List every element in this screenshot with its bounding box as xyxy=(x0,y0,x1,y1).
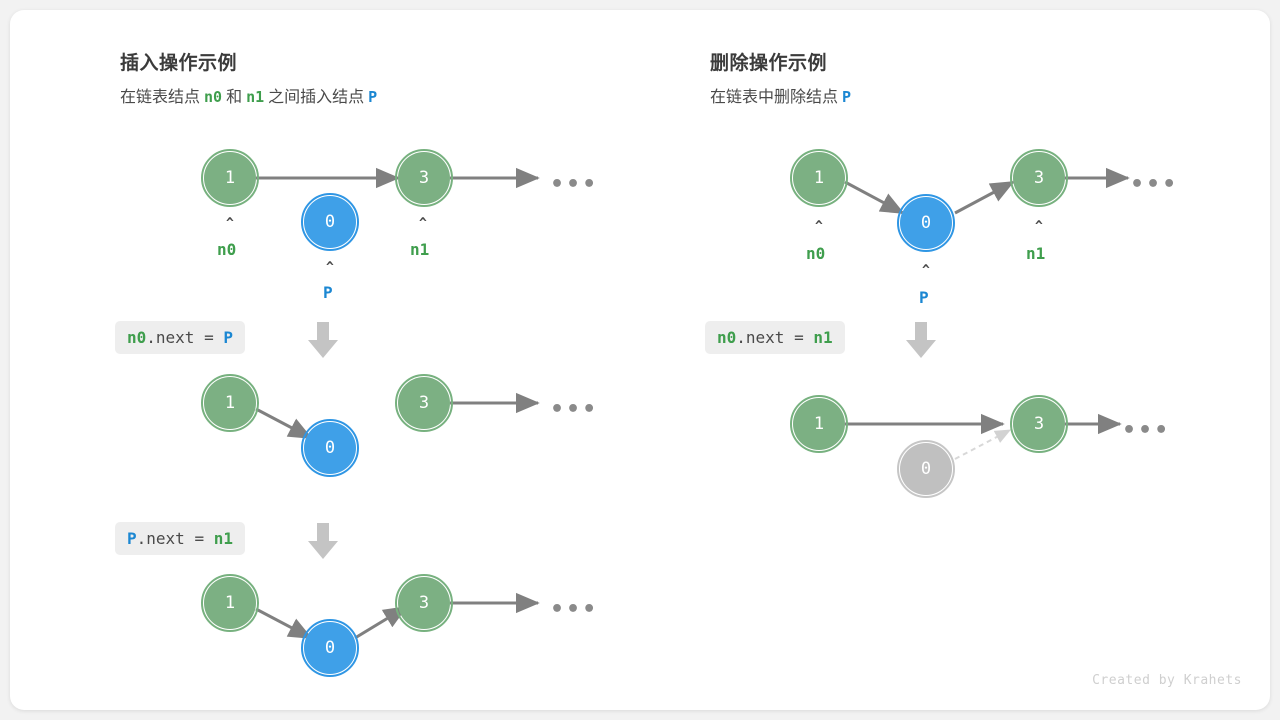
code-chip-step2: P.next = n1 xyxy=(115,522,245,556)
node-p-step1: 0 xyxy=(301,419,359,477)
node-n0-step1: 1 xyxy=(201,374,259,432)
step-down-arrow-2 xyxy=(308,523,338,559)
caret-p: ^ xyxy=(326,260,334,275)
pointer-label-n0: n0 xyxy=(217,240,237,259)
caret-n1: ^ xyxy=(1035,219,1043,234)
code-target-1: n0 xyxy=(717,328,737,347)
code-target-2: P xyxy=(127,529,137,548)
ellipsis-row1: ••• xyxy=(550,172,599,197)
insert-panel-title: 插入操作示例 xyxy=(120,53,238,74)
node-p: 0 xyxy=(301,193,359,251)
ellipsis-row2: ••• xyxy=(1122,418,1171,443)
step-down-arrow-1 xyxy=(906,322,936,358)
ellipsis-row1: ••• xyxy=(1130,172,1179,197)
ellipsis-row3: ••• xyxy=(550,597,599,622)
node-p-deleted: 0 xyxy=(897,440,955,498)
caret-p: ^ xyxy=(922,263,930,278)
subtitle-text-3: 之间插入结点 xyxy=(268,89,365,106)
node-n1-step1: 3 xyxy=(395,374,453,432)
subtitle-n1: n1 xyxy=(246,88,265,106)
subtitle-p: P xyxy=(842,88,852,106)
node-n1-final: 3 xyxy=(395,574,453,632)
delete-panel-title: 删除操作示例 xyxy=(710,53,828,74)
caret-n1: ^ xyxy=(419,216,427,231)
node-n0-final: 1 xyxy=(201,574,259,632)
pointer-label-n1: n1 xyxy=(1026,244,1046,263)
node-n0: 1 xyxy=(790,149,848,207)
code-target-1: n0 xyxy=(127,328,147,347)
code-middle-1: .next = xyxy=(736,328,814,347)
pointer-label-p: P xyxy=(919,288,929,307)
node-n0: 1 xyxy=(201,149,259,207)
pointer-label-n0: n0 xyxy=(806,244,826,263)
subtitle-p: P xyxy=(368,88,378,106)
node-n1: 3 xyxy=(395,149,453,207)
subtitle-text-1: 在链表结点 xyxy=(120,89,201,106)
node-p: 0 xyxy=(897,194,955,252)
pointer-label-p: P xyxy=(323,283,333,302)
subtitle-text-1: 在链表中删除结点 xyxy=(710,89,839,106)
step-down-arrow-1 xyxy=(308,322,338,358)
node-n1-after: 3 xyxy=(1010,395,1068,453)
code-chip-step1: n0.next = n1 xyxy=(705,321,845,355)
code-middle-1: .next = xyxy=(146,328,224,347)
caret-n0: ^ xyxy=(815,219,823,234)
subtitle-text-2: 和 xyxy=(226,89,243,106)
pointer-label-n1: n1 xyxy=(410,240,430,259)
node-n0-after: 1 xyxy=(790,395,848,453)
node-p-final: 0 xyxy=(301,619,359,677)
code-value-2: n1 xyxy=(213,529,233,548)
footer-credit: Created by Krahets xyxy=(1092,673,1242,688)
node-n1: 3 xyxy=(1010,149,1068,207)
caret-n0: ^ xyxy=(226,216,234,231)
code-chip-step1: n0.next = P xyxy=(115,321,245,355)
ellipsis-row2: ••• xyxy=(550,397,599,422)
code-value-1: n1 xyxy=(813,328,833,347)
subtitle-n0: n0 xyxy=(204,88,223,106)
code-value-1: P xyxy=(223,328,233,347)
code-middle-2: .next = xyxy=(136,529,214,548)
